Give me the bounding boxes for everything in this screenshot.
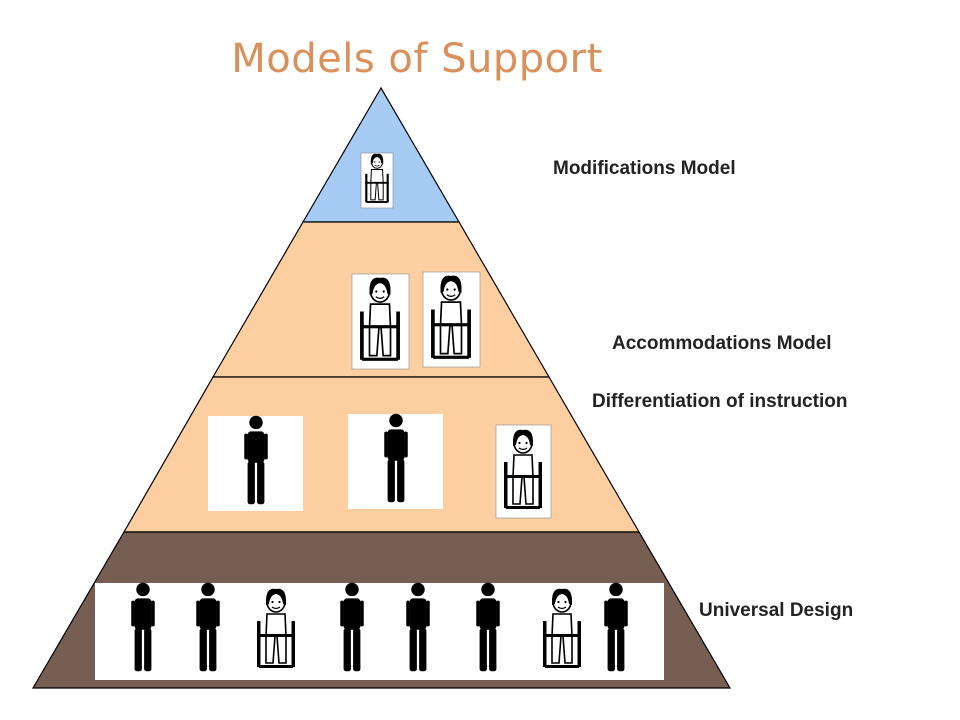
label-modifications-model: Modifications Model [553, 158, 736, 179]
standing-person-icon [348, 413, 443, 509]
wheelchair-user-icon [495, 424, 552, 519]
label-universal-design: Universal Design [699, 600, 854, 621]
wheelchair-user-icon [360, 152, 394, 209]
label-differentiation-of-instruction: Differentiation of instruction [592, 391, 848, 412]
page-title: Models of Support [231, 36, 603, 82]
wheelchair-user-icon [422, 271, 481, 368]
label-accommodations-model: Accommodations Model [612, 333, 832, 354]
standing-person-icon [208, 415, 303, 511]
wheelchair-user-icon [351, 273, 410, 370]
